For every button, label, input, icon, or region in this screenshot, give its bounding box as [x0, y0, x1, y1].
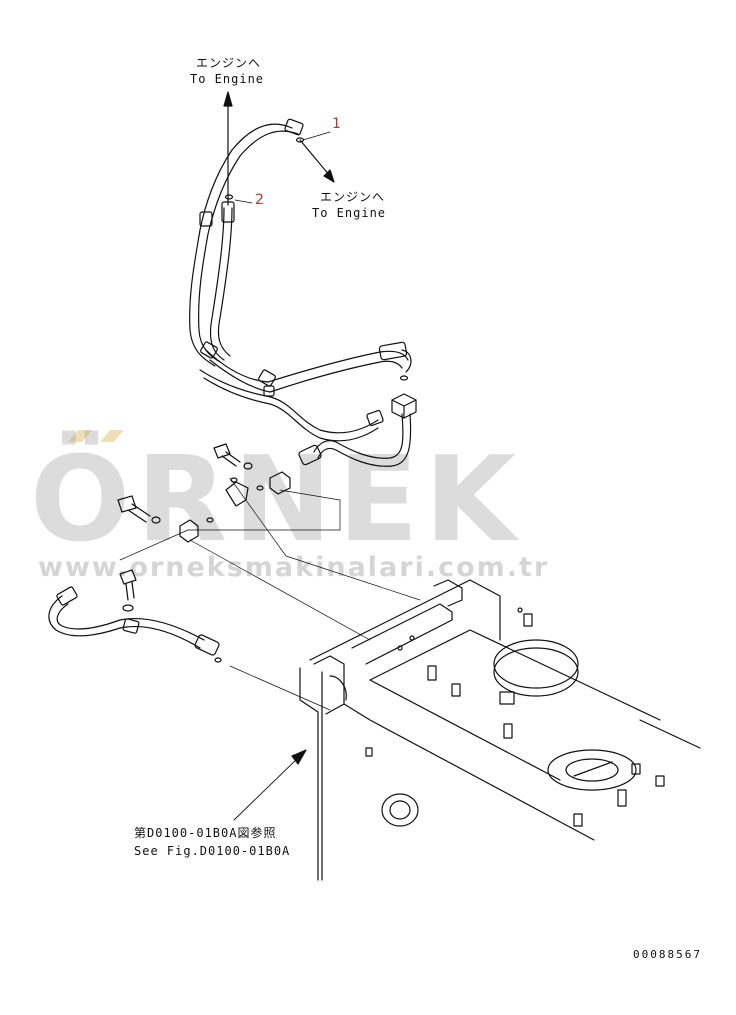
mid-fittings [117, 443, 291, 612]
label-to-engine-top-en: To Engine [190, 72, 265, 86]
callout-1: 1 [332, 116, 341, 132]
callout-2: 2 [255, 192, 264, 208]
lower-hose [48, 586, 222, 663]
mounting-frame [233, 579, 701, 881]
upper-hose-assembly [189, 118, 417, 467]
callout-1-leader [302, 131, 331, 141]
watermark-accent-dots [68, 430, 124, 442]
oring-2 [224, 194, 234, 200]
callout-2-leader [234, 199, 253, 204]
document-id: 00088567 [633, 948, 702, 961]
label-reference-jp: 第D0100-01B0A図参照 [134, 826, 277, 840]
label-to-engine-mid-en: To Engine [312, 206, 387, 220]
label-reference-en: See Fig.D0100-01B0A [134, 844, 291, 858]
arrow-to-engine-mid [299, 139, 335, 183]
assembly-guide-lines [119, 477, 421, 711]
arrow-to-engine-top [223, 91, 233, 206]
oring-1 [295, 137, 305, 143]
label-to-engine-top-jp: エンジンへ [196, 56, 262, 70]
label-to-engine-mid-jp: エンジンへ [320, 190, 386, 204]
watermark-url: www.orneksmakinalari.com.tr [38, 552, 550, 583]
